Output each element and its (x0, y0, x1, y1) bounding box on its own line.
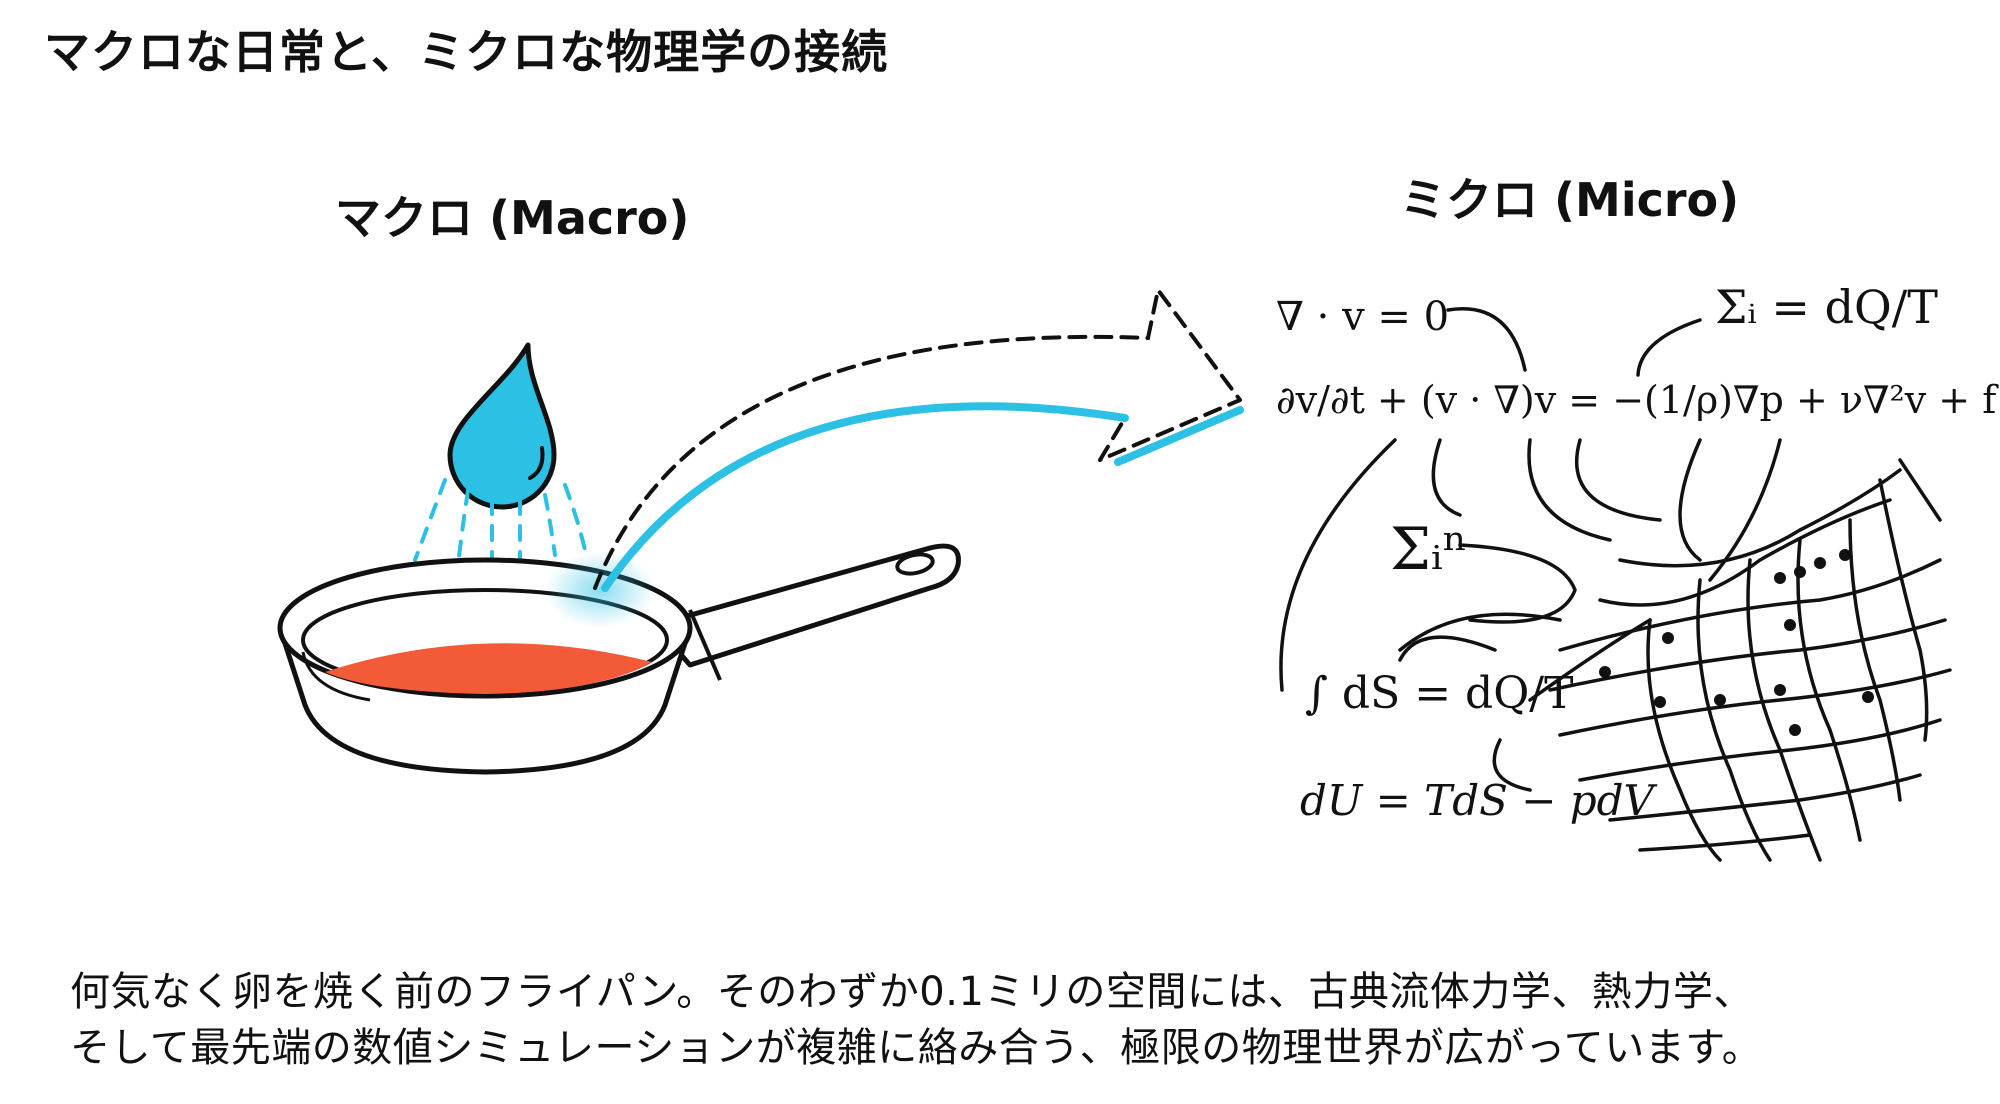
caption: 何気なく卵を焼く前のフライパン。そのわずか0.1ミリの空間には、古典流体力学、熱… (70, 964, 1990, 1076)
equation-sum-dq-t: Σᵢ = dQ/T (1715, 280, 1938, 334)
water-drop-icon (447, 342, 557, 510)
computational-mesh-icon (1548, 458, 1952, 862)
curved-arrow-icon (593, 288, 1244, 592)
equation-sum-n-i: Σᵢⁿ (1390, 515, 1468, 583)
equation-navier-stokes: ∂v/∂t + (v · ∇)v = −(1/ρ)∇p + ν∇²v + f (1276, 378, 1997, 422)
caption-line-2: そして最先端の数値シミュレーションが複雑に絡み合う、極限の物理世界が広がっていま… (70, 1025, 1763, 1071)
glow-spot (545, 552, 655, 628)
water-spray-icon (413, 478, 587, 597)
equation-thermo: dU = TdS − pdV (1300, 776, 1654, 825)
equation-continuity: ∇ · v = 0 (1276, 294, 1450, 340)
equation-entropy: ∫ dS = dQ/T (1305, 668, 1574, 719)
caption-line-1: 何気なく卵を焼く前のフライパン。そのわずか0.1ミリの空間には、古典流体力学、熱… (70, 969, 1754, 1015)
mesh-nodes (1599, 549, 1874, 736)
macro-label: マクロ (Macro) (335, 191, 690, 245)
equation-connectors (1279, 307, 1782, 792)
micro-label: ミクロ (Micro) (1400, 173, 1740, 227)
slide-title: マクロな日常と、ミクロな物理学の接続 (44, 25, 889, 79)
